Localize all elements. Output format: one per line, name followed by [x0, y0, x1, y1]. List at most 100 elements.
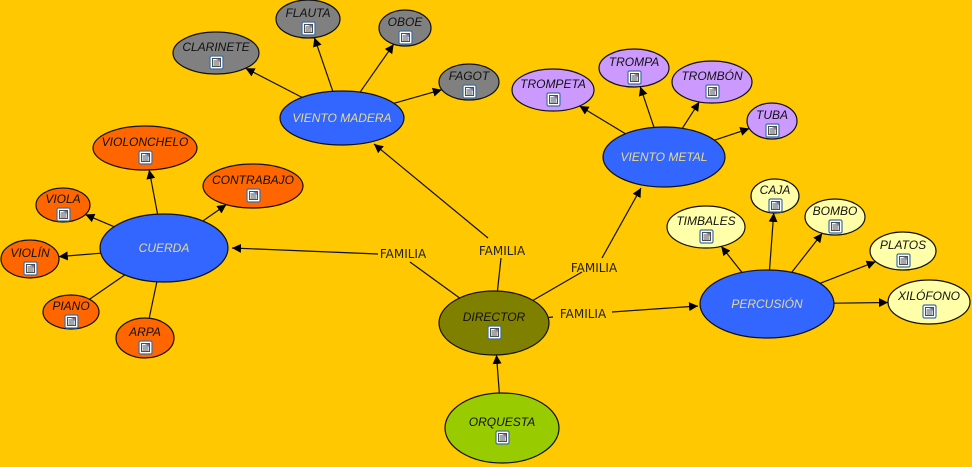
resource-document-icon[interactable] — [64, 314, 79, 329]
resource-document-icon[interactable] — [462, 84, 477, 99]
concept-node-orquesta[interactable]: ORQUESTA — [444, 392, 560, 464]
resource-document-icon[interactable] — [627, 70, 642, 85]
resource-document-icon[interactable] — [546, 92, 561, 107]
concept-node-cuerda[interactable]: CUERDA — [99, 213, 229, 283]
resource-document-icon[interactable] — [23, 261, 38, 276]
link-label-familia[interactable]: FAMILIA — [479, 244, 526, 258]
concept-node-clarinete[interactable]: CLARINETE — [172, 31, 260, 75]
node-label: TUBA — [756, 108, 788, 122]
edge-line — [148, 281, 158, 319]
concept-node-contrabajo[interactable]: CONTRABAJO — [202, 163, 304, 209]
concept-node-viento-metal[interactable]: VIENTO METAL — [602, 126, 726, 188]
edge-viento-madera-to-clarinete — [245, 67, 303, 98]
edge-viento-metal-to-trompa — [638, 86, 655, 128]
concept-node-director[interactable]: DIRECTOR — [438, 290, 550, 356]
edge-percusion-to-bombo — [791, 232, 823, 273]
concept-node-arpa[interactable]: ARPA — [115, 317, 175, 359]
concept-node-viento-madera[interactable]: VIENTO MADERA — [279, 90, 405, 146]
edge-percusion-to-caja — [768, 212, 778, 271]
concept-node-timbales[interactable]: TIMBALES — [666, 205, 746, 249]
edge-cuerda-to-piano — [89, 274, 126, 300]
node-ellipse — [115, 317, 175, 359]
resource-document-icon[interactable] — [922, 304, 937, 319]
concept-node-trompa[interactable]: TROMPA — [598, 48, 670, 88]
node-ellipse — [279, 90, 405, 146]
resource-document-icon[interactable] — [398, 30, 413, 45]
edge-line — [58, 251, 101, 261]
node-ellipse — [438, 290, 550, 356]
node-ellipse — [42, 294, 100, 330]
resource-document-icon[interactable] — [138, 150, 153, 165]
edge-line — [85, 213, 115, 228]
node-label: CUERDA — [139, 241, 190, 255]
concept-node-piano[interactable]: PIANO — [42, 294, 100, 330]
concept-node-violin[interactable]: VIOLÍN — [0, 239, 60, 279]
concept-node-caja[interactable]: CAJA — [750, 178, 800, 214]
edge-line — [638, 86, 655, 128]
node-label: XILÓFONO — [897, 288, 960, 303]
link-label-familia[interactable]: FAMILIA — [571, 261, 618, 275]
resource-document-icon[interactable] — [301, 21, 316, 36]
node-label: PERCUSIÓN — [731, 296, 803, 311]
concept-node-platos[interactable]: PLATOS — [869, 231, 937, 271]
resource-document-icon[interactable] — [56, 207, 71, 222]
resource-document-icon[interactable] — [768, 198, 783, 213]
node-label: VIENTO MADERA — [292, 111, 391, 125]
edge-line — [768, 212, 778, 271]
link-label-familia[interactable]: FAMILIA — [380, 247, 427, 261]
resource-document-icon[interactable] — [765, 123, 780, 138]
node-label: CAJA — [760, 183, 791, 197]
concept-node-xilofono[interactable]: XILÓFONO — [887, 279, 971, 325]
node-label: VIOLONCHELO — [102, 135, 189, 149]
edge-line — [313, 37, 334, 92]
resource-document-icon[interactable] — [699, 229, 714, 244]
node-label: CLARINETE — [182, 40, 250, 54]
edge-line — [409, 261, 460, 299]
edge-director-to-viento-metal: FAMILIA — [532, 187, 642, 301]
edge-viento-madera-to-oboe — [359, 43, 395, 93]
node-label: VIOLA — [45, 192, 80, 206]
edge-arrow-line — [231, 243, 379, 255]
concept-node-trompeta[interactable]: TROMPETA — [511, 68, 595, 112]
concept-node-percusion[interactable]: PERCUSIÓN — [699, 269, 835, 339]
node-ellipse — [887, 279, 971, 325]
concept-node-flauta[interactable]: FLAUTA — [275, 0, 341, 39]
edge-line — [496, 257, 502, 292]
concept-node-bombo[interactable]: BOMBO — [804, 198, 866, 236]
concept-node-fagot[interactable]: FAGOT — [438, 63, 500, 101]
concept-node-tuba[interactable]: TUBA — [746, 102, 798, 140]
edge-cuerda-to-viola — [85, 213, 115, 228]
edge-line — [833, 298, 889, 308]
edge-arrow-line — [611, 302, 699, 313]
node-label: FLAUTA — [285, 6, 330, 20]
resource-document-icon[interactable] — [828, 219, 843, 234]
node-ellipse — [666, 205, 746, 249]
resource-document-icon[interactable] — [495, 430, 510, 445]
edge-line — [89, 274, 126, 300]
edge-viento-metal-to-tuba — [714, 127, 750, 141]
resource-document-icon[interactable] — [138, 340, 153, 355]
edge-director-to-cuerda: FAMILIA — [231, 243, 460, 299]
edge-cuerda-to-violin — [58, 251, 101, 261]
resource-document-icon[interactable] — [209, 55, 224, 70]
node-ellipse — [35, 187, 91, 223]
edge-line — [720, 245, 743, 273]
resource-document-icon[interactable] — [705, 84, 720, 99]
resource-document-icon[interactable] — [246, 188, 261, 203]
node-ellipse — [444, 392, 560, 464]
node-ellipse — [275, 0, 341, 39]
concept-node-trombon[interactable]: TROMBÓN — [671, 60, 753, 104]
link-label-familia[interactable]: FAMILIA — [560, 307, 607, 321]
concept-node-oboe[interactable]: OBOE — [378, 9, 432, 47]
resource-document-icon[interactable] — [896, 253, 911, 268]
resource-document-icon[interactable] — [487, 325, 502, 340]
edge-line — [146, 169, 159, 215]
concept-node-violonchelo[interactable]: VIOLONCHELO — [92, 125, 198, 171]
concept-node-viola[interactable]: VIOLA — [35, 187, 91, 223]
edge-cuerda-to-arpa — [148, 281, 158, 319]
node-label: TROMBÓN — [681, 68, 743, 83]
edge-orquesta-to-director — [492, 354, 502, 394]
node-ellipse — [699, 269, 835, 339]
